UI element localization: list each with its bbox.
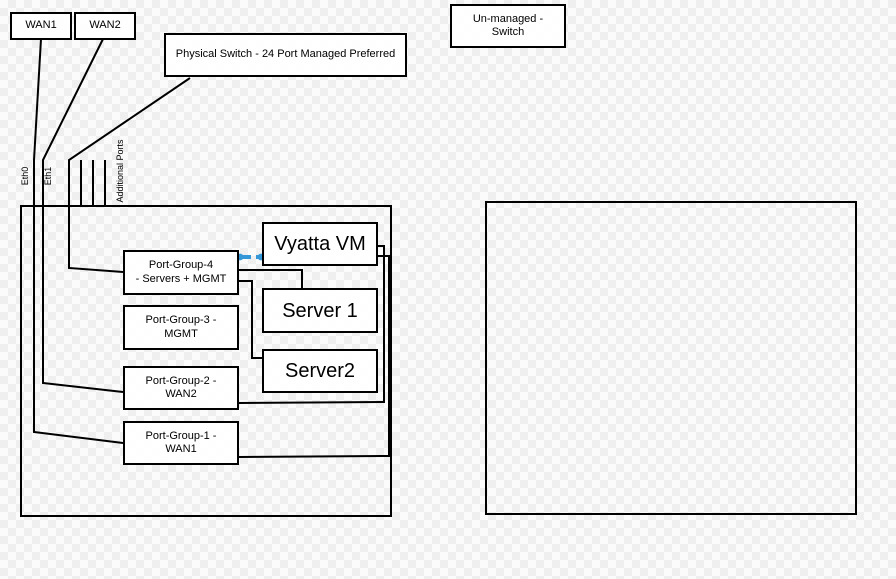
node-unmanaged-switch-label-line1: Un-managed -: [472, 12, 544, 25]
node-wan1[interactable]: WAN1: [10, 12, 72, 40]
node-unmanaged-switch[interactable]: Un-managed - Switch: [450, 4, 566, 48]
node-server1-label: Server 1: [282, 299, 358, 322]
node-port-group-3-label-line2: MGMT: [164, 327, 198, 340]
wan2-eth1-to-port-group-2-line: [42, 38, 124, 393]
node-port-group-1[interactable]: Port-Group-1 - WAN1: [123, 421, 239, 465]
node-port-group-1-label-line1: Port-Group-1 -: [145, 429, 217, 442]
vyatta-to-port-group-1-line: [238, 255, 390, 458]
vyatta-to-port-group-2-line: [238, 245, 385, 404]
node-vyatta-vm[interactable]: Vyatta VM: [262, 222, 378, 266]
port-group-4-to-server2-line: [239, 280, 262, 359]
node-wan2-label: WAN2: [89, 19, 121, 32]
node-port-group-1-label-line2: WAN1: [165, 443, 197, 455]
node-port-group-3-label-line1: Port-Group-3 -: [145, 314, 217, 327]
node-port-group-2-label-line1: Port-Group-2 -: [145, 374, 217, 387]
node-port-group-4-label-line2: - Servers + MGMT: [135, 272, 227, 285]
node-wan1-label: WAN1: [25, 19, 57, 32]
physical-switch-to-port-group-4-line: [68, 77, 191, 273]
port-group-4-to-server1-line: [239, 269, 303, 288]
vyatta-pg4-blue-connector: [236, 253, 265, 261]
node-port-group-3[interactable]: Port-Group-3 - MGMT: [123, 305, 239, 350]
hypervisor-container-box[interactable]: [20, 205, 392, 517]
eth0-port-label: Eth0: [20, 166, 30, 186]
empty-right-container-box[interactable]: [485, 201, 857, 515]
node-server1[interactable]: Server 1: [262, 288, 378, 333]
node-unmanaged-switch-label-line2: Switch: [491, 26, 525, 38]
eth1-port-label: Eth1: [43, 166, 53, 186]
node-server2-label: Server2: [284, 360, 356, 382]
node-physical-switch[interactable]: Physical Switch - 24 Port Managed Prefer…: [164, 33, 407, 77]
node-port-group-2[interactable]: Port-Group-2 - WAN2: [123, 366, 239, 410]
node-vyatta-vm-label: Vyatta VM: [274, 233, 366, 255]
node-wan2[interactable]: WAN2: [74, 12, 136, 40]
node-physical-switch-label: Physical Switch - 24 Port Managed Prefer…: [175, 48, 396, 61]
node-server2[interactable]: Server2: [262, 349, 378, 393]
wan1-eth0-to-port-group-1-line: [33, 38, 124, 444]
node-port-group-2-label-line2: WAN2: [165, 388, 197, 400]
node-port-group-4-label-line1: Port-Group-4: [148, 259, 214, 272]
node-port-group-4[interactable]: Port-Group-4 - Servers + MGMT: [123, 250, 239, 295]
additional-ports-label: Additional Ports: [115, 139, 125, 203]
